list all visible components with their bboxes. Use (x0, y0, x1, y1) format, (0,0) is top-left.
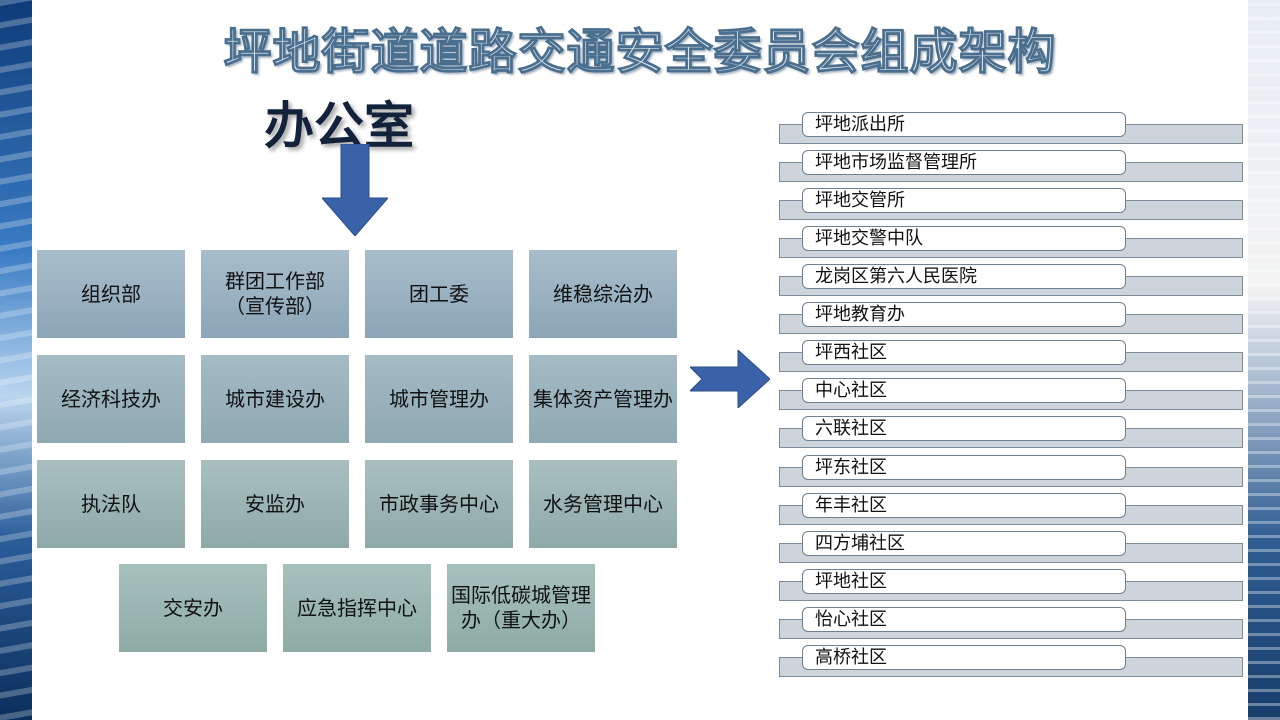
unit-item: 坪东社区 (779, 455, 1245, 487)
unit-label: 怡心社区 (802, 607, 1126, 632)
unit-label: 坪地交管所 (802, 188, 1126, 213)
unit-label: 坪地教育办 (802, 302, 1126, 327)
dept-box-0-3: 维稳综治办 (529, 250, 677, 338)
unit-label: 高桥社区 (802, 645, 1126, 670)
dept-box-0-0: 组织部 (37, 250, 185, 338)
unit-item: 坪地派出所 (779, 112, 1245, 144)
unit-item: 年丰社区 (779, 493, 1245, 525)
right-arrow-icon (690, 350, 770, 408)
unit-item: 怡心社区 (779, 607, 1245, 639)
unit-label: 龙岗区第六人民医院 (802, 264, 1126, 289)
dept-box-1-3: 集体资产管理办 (529, 355, 677, 443)
slide-canvas: 坪地街道道路交通安全委员会组成架构 办公室 组织部 群团工作部 （宣传部） 团工… (32, 0, 1248, 720)
dept-box-2-2: 市政事务中心 (365, 460, 513, 548)
unit-item: 四方埔社区 (779, 531, 1245, 563)
unit-item: 坪地社区 (779, 569, 1245, 601)
dept-box-2-1: 安监办 (201, 460, 349, 548)
unit-item: 坪地交管所 (779, 188, 1245, 220)
dept-box-0-2: 团工委 (365, 250, 513, 338)
down-arrow-icon (322, 144, 388, 236)
unit-label: 六联社区 (802, 416, 1126, 441)
dept-box-3-0: 交安办 (119, 564, 267, 652)
unit-label: 坪东社区 (802, 455, 1126, 480)
slide-title: 坪地街道道路交通安全委员会组成架构 (223, 23, 1057, 80)
dept-box-2-3: 水务管理中心 (529, 460, 677, 548)
dept-box-0-1: 群团工作部 （宣传部） (201, 250, 349, 338)
unit-label: 坪地交警中队 (802, 226, 1126, 251)
unit-item: 坪地市场监督管理所 (779, 150, 1245, 182)
dept-box-1-1: 城市建设办 (201, 355, 349, 443)
unit-label: 年丰社区 (802, 493, 1126, 518)
dept-box-3-1: 应急指挥中心 (283, 564, 431, 652)
dept-box-3-2: 国际低碳城管理办（重大办） (447, 564, 595, 652)
unit-item: 坪地教育办 (779, 302, 1245, 334)
background-left-decoration (0, 0, 32, 720)
unit-item: 坪地交警中队 (779, 226, 1245, 258)
unit-label: 四方埔社区 (802, 531, 1126, 556)
unit-item: 龙岗区第六人民医院 (779, 264, 1245, 296)
office-label: 办公室 (264, 97, 414, 155)
background-right-decoration (1248, 0, 1280, 720)
dept-box-2-0: 执法队 (37, 460, 185, 548)
unit-item: 中心社区 (779, 378, 1245, 410)
unit-label: 坪西社区 (802, 340, 1126, 365)
dept-box-1-0: 经济科技办 (37, 355, 185, 443)
dept-box-1-2: 城市管理办 (365, 355, 513, 443)
unit-item: 坪西社区 (779, 340, 1245, 372)
unit-label: 中心社区 (802, 378, 1126, 403)
unit-label: 坪地市场监督管理所 (802, 150, 1126, 175)
unit-label: 坪地社区 (802, 569, 1126, 594)
unit-label: 坪地派出所 (802, 112, 1126, 137)
unit-item: 高桥社区 (779, 645, 1245, 677)
unit-item: 六联社区 (779, 416, 1245, 448)
